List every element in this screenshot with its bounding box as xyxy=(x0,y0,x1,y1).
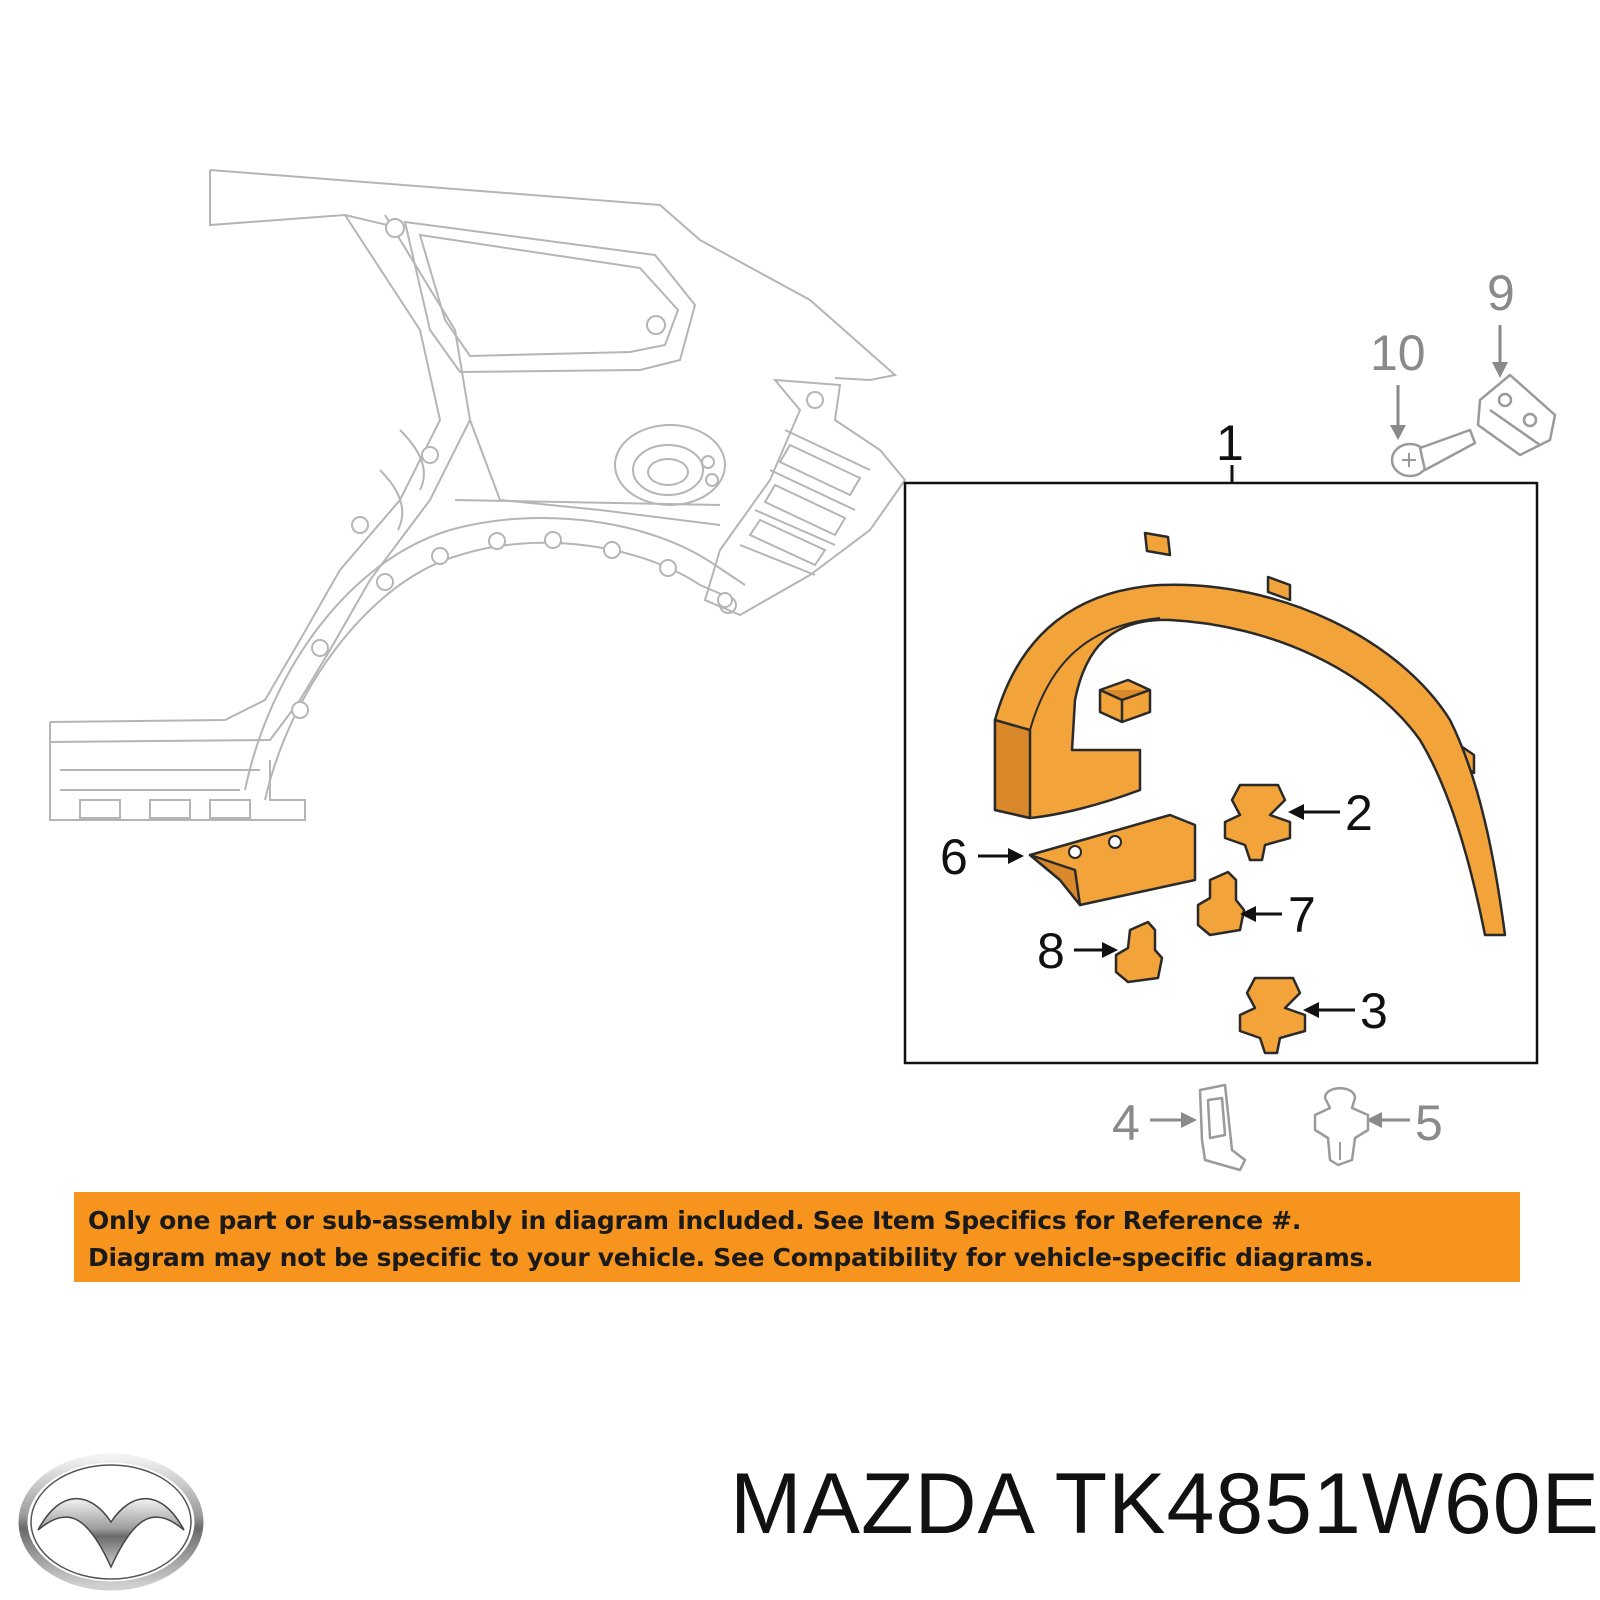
svg-text:1: 1 xyxy=(1216,415,1244,471)
svg-text:6: 6 xyxy=(940,829,968,885)
clip-part-2 xyxy=(1223,783,1292,862)
svg-text:3: 3 xyxy=(1360,983,1388,1039)
clip-part-3 xyxy=(1238,976,1307,1055)
svg-text:2: 2 xyxy=(1345,785,1373,841)
bracket-part xyxy=(1028,813,1197,907)
clip-part-7 xyxy=(1196,870,1246,937)
callout-2: 2 xyxy=(1288,785,1373,841)
callout-10: 10 xyxy=(1370,325,1426,440)
push-clip-grey-part xyxy=(1313,1087,1370,1167)
disclaimer-banner: Only one part or sub-assembly in diagram… xyxy=(74,1192,1520,1282)
callout-9: 9 xyxy=(1487,265,1515,378)
callout-5: 5 xyxy=(1366,1095,1443,1151)
wheel-arch-moulding xyxy=(993,583,1507,937)
svg-text:5: 5 xyxy=(1415,1095,1443,1151)
callout-7: 7 xyxy=(1240,887,1316,943)
bracket-grey-part xyxy=(1198,1083,1247,1172)
part-number-title: MAZDA TK4851W60E xyxy=(730,1456,1600,1552)
svg-text:10: 10 xyxy=(1370,325,1426,381)
svg-text:4: 4 xyxy=(1112,1095,1140,1151)
disclaimer-line-2: Diagram may not be specific to your vehi… xyxy=(88,1243,1374,1272)
svg-text:7: 7 xyxy=(1288,887,1316,943)
svg-text:9: 9 xyxy=(1487,265,1515,321)
screw-part xyxy=(1390,428,1477,478)
nut-clip-part xyxy=(1476,373,1557,457)
assembly-box xyxy=(903,481,1539,1065)
disclaimer-line-1: Only one part or sub-assembly in diagram… xyxy=(88,1206,1302,1235)
callout-6: 6 xyxy=(940,829,1024,885)
callout-4: 4 xyxy=(1112,1095,1197,1151)
callout-3: 3 xyxy=(1303,983,1388,1039)
callout-1: 1 xyxy=(1216,415,1244,483)
quarter-panel xyxy=(49,169,907,821)
mazda-logo-icon xyxy=(18,1453,204,1591)
callout-8: 8 xyxy=(1037,923,1118,979)
clip-part-8 xyxy=(1114,920,1164,984)
svg-text:8: 8 xyxy=(1037,923,1065,979)
